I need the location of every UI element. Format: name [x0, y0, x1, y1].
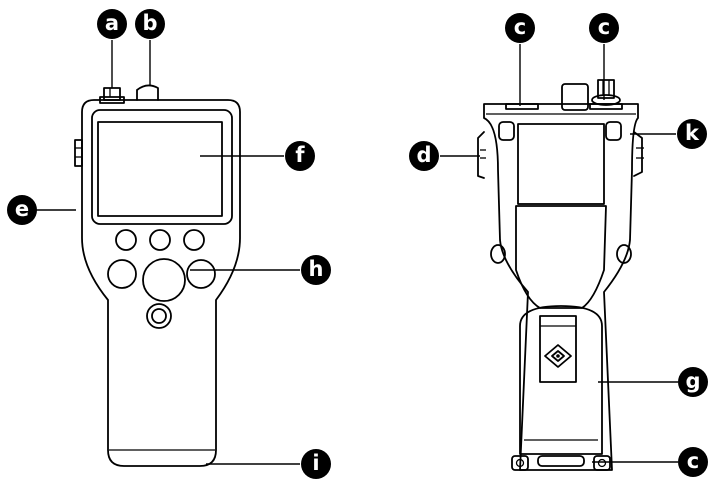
side-grip: [74, 139, 83, 167]
upper-recess: [517, 123, 605, 205]
callout-g: g: [678, 367, 708, 397]
callout-c-top-left-label: c: [514, 15, 526, 39]
callout-b-label: b: [142, 11, 157, 35]
callout-k: k: [677, 119, 707, 149]
callout-h: h: [301, 255, 331, 285]
callout-e-label: e: [15, 197, 29, 221]
back-panel: [515, 205, 607, 309]
callout-d-label: d: [416, 143, 431, 167]
callout-a-label: a: [105, 11, 119, 35]
callout-c-bottom-label: c: [687, 449, 699, 473]
callout-g-label: g: [685, 369, 700, 393]
callout-i: i: [301, 449, 331, 479]
callout-c-top-right-label: c: [598, 15, 610, 39]
strap-left: [477, 131, 486, 179]
callout-h-label: h: [309, 257, 324, 281]
back-connector-left: [561, 83, 589, 111]
callout-c-top-right: c: [589, 13, 619, 43]
back-housing: [483, 103, 639, 471]
leader-lines: [36, 40, 678, 465]
back-view: [477, 79, 644, 471]
callout-a: a: [97, 9, 127, 39]
callout-f-label: f: [295, 143, 305, 167]
cover-latch: [539, 315, 577, 383]
strap-right: [633, 131, 644, 177]
display-bezel: [91, 109, 233, 225]
keypad: [107, 229, 216, 329]
battery-cover: [519, 305, 603, 455]
callout-c-top-left: c: [505, 13, 535, 43]
callout-b: b: [135, 9, 165, 39]
connector-b: [136, 84, 159, 101]
callout-c-bottom: c: [678, 447, 708, 477]
front-housing: [81, 99, 241, 467]
callout-k-label: k: [685, 121, 700, 145]
callout-f: f: [285, 141, 315, 171]
callout-d: d: [409, 141, 439, 171]
bottom-feet: [511, 455, 611, 471]
display-screen: [97, 121, 223, 217]
callout-i-label: i: [312, 451, 319, 475]
back-connector-right: [591, 79, 621, 106]
callout-e: e: [7, 195, 37, 225]
front-view: [74, 84, 241, 467]
